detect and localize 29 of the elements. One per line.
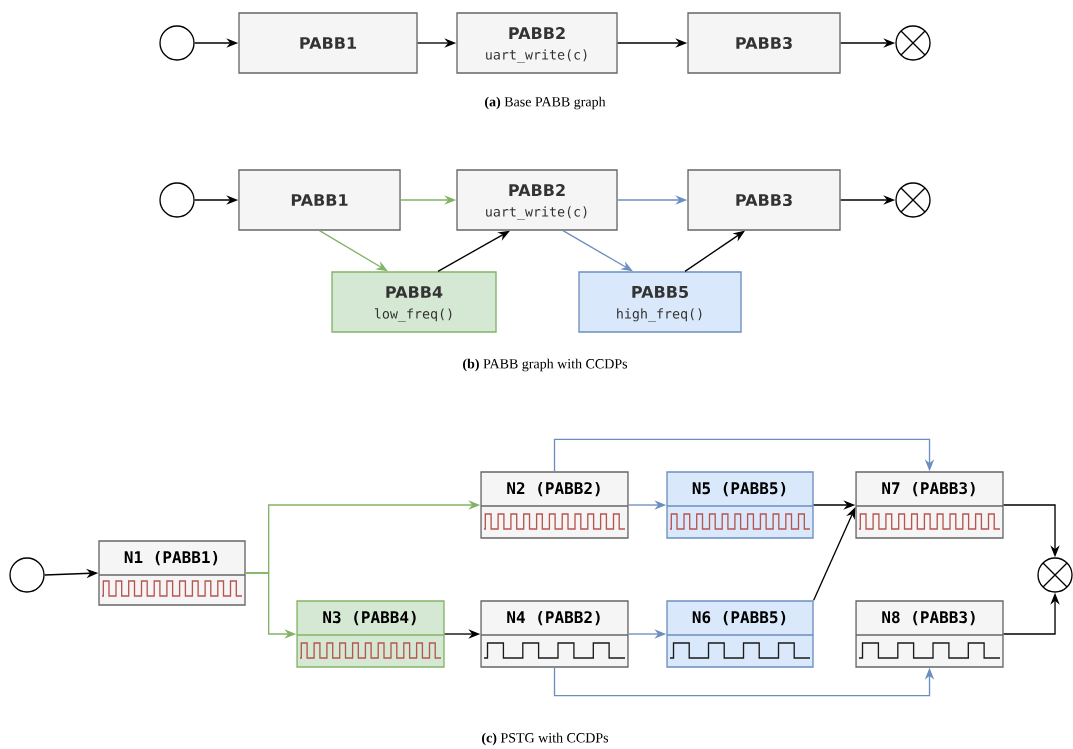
end-symbol: [895, 182, 931, 218]
arrow: [562, 230, 633, 272]
process-box: N3 (PABB4): [296, 600, 445, 668]
arrow: [553, 438, 935, 472]
process-box: PABB2 uart_write(c): [456, 169, 618, 231]
start-circle: [159, 182, 195, 218]
process-box: PABB4 low_freq(): [331, 271, 497, 333]
process-box: N4 (PABB2): [480, 600, 629, 668]
start-circle: [159, 25, 195, 61]
process-box: N2 (PABB2): [480, 471, 629, 539]
process-box: N6 (PABB5): [666, 600, 814, 668]
process-box: PABB5 high_freq(): [578, 271, 742, 333]
arrow: [437, 230, 510, 272]
process-box: PABB1: [238, 169, 401, 231]
caption: (b) PABB graph with CCDPs: [463, 358, 628, 372]
process-box: N7 (PABB3): [855, 471, 1004, 539]
process-box: PABB1: [238, 12, 418, 74]
start-circle: [9, 557, 45, 593]
end-symbol: [895, 25, 931, 61]
process-box: PABB3: [687, 12, 841, 74]
process-box: PABB2 uart_write(c): [456, 12, 618, 74]
process-box: N1 (PABB1): [98, 540, 246, 606]
caption: (c) PSTG with CCDPs: [482, 732, 609, 746]
process-box: N8 (PABB3): [855, 600, 1004, 668]
process-box: N5 (PABB5): [666, 471, 814, 539]
caption: (a) Base PABB graph: [485, 96, 606, 110]
end-symbol: [1037, 557, 1073, 593]
arrow: [318, 230, 388, 272]
process-box: PABB3: [687, 169, 841, 231]
